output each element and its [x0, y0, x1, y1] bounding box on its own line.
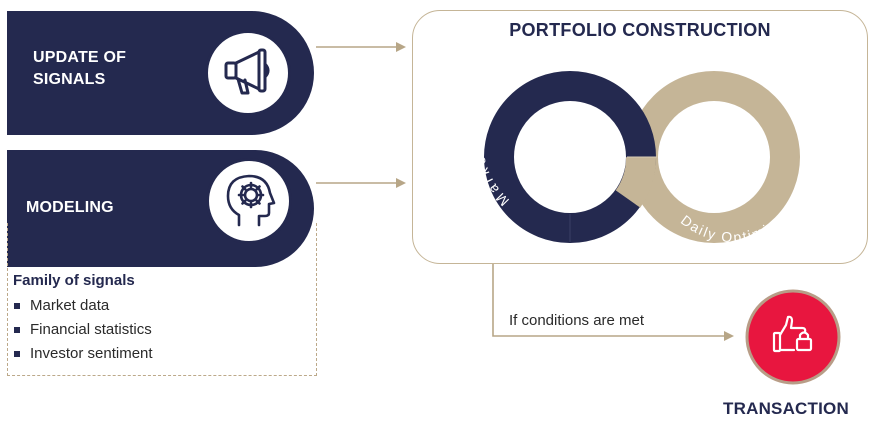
update-signals-line2: SIGNALS: [33, 71, 106, 88]
markets-valuation-ring: [484, 71, 656, 243]
thumbs-up-lock-icon: [745, 289, 841, 385]
update-signals-line1: UPDATE OF: [33, 49, 127, 66]
list-item: Investor sentiment: [14, 344, 153, 368]
portfolio-title: PORTFOLIO CONSTRUCTION: [509, 20, 771, 40]
modeling-label: MODELING: [26, 199, 114, 216]
list-item: Market data: [14, 296, 153, 320]
ring-overlap: [615, 156, 656, 208]
arrow-portfolio-to-transaction: [492, 264, 734, 341]
head-gear-icon: [206, 158, 292, 244]
daily-optimisation-ring: [628, 71, 800, 243]
list-item: Financial statistics: [14, 320, 153, 344]
transaction-label: TRANSACTION: [723, 399, 849, 418]
megaphone-icon: [205, 30, 291, 116]
infinity-loop-diagram: Markets Valuation Daily Optimisation: [470, 60, 805, 245]
condition-label: If conditions are met: [509, 312, 645, 329]
family-title: Family of signals: [13, 272, 135, 289]
family-list: Market data Financial statistics Investo…: [14, 296, 153, 368]
update-signals-label: UPDATE OF SIGNALS: [33, 47, 126, 91]
family-of-signals-box: [7, 223, 317, 376]
